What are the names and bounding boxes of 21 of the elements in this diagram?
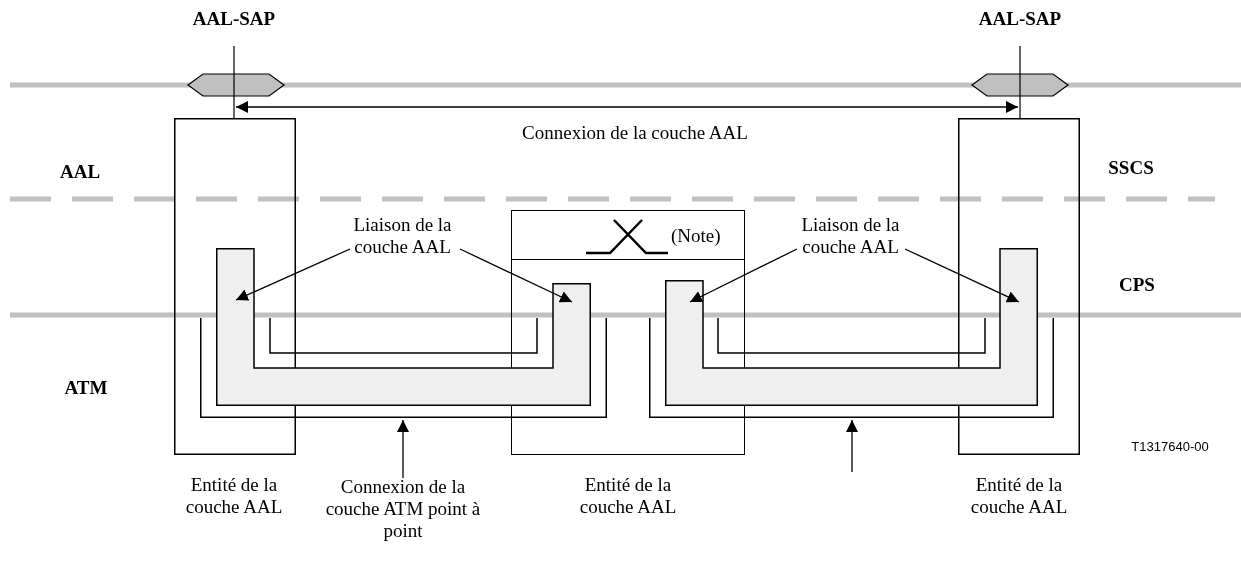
- leader-arrow: [904, 248, 1020, 303]
- layer-label: SSCS: [1108, 157, 1154, 179]
- layer-label: AAL: [59, 161, 101, 183]
- sap-label: AAL-SAP: [192, 8, 276, 30]
- note-text: (Note): [671, 225, 721, 247]
- double-arrow: [235, 101, 1019, 113]
- leader-arrow: [846, 419, 858, 473]
- layer-label: ATM: [64, 377, 108, 399]
- layer-label: CPS: [1119, 274, 1155, 296]
- leader-arrow: [397, 419, 409, 479]
- link-label: Liaison de la couche AAL: [352, 214, 453, 258]
- entity-caption: Entité de la couche AAL: [969, 474, 1069, 518]
- sap-label: AAL-SAP: [978, 8, 1062, 30]
- entity-caption: Entité de la couche AAL: [578, 474, 678, 518]
- leader-arrow: [689, 248, 798, 303]
- leader-arrow: [235, 248, 351, 301]
- link-label: Liaison de la couche AAL: [800, 214, 901, 258]
- connection-label: Connexion de la couche ATM point à point: [324, 476, 482, 542]
- entity-caption: Entité de la couche AAL: [184, 474, 284, 518]
- figure-code: T1317640-00: [1131, 438, 1209, 456]
- leader-arrow: [459, 248, 573, 303]
